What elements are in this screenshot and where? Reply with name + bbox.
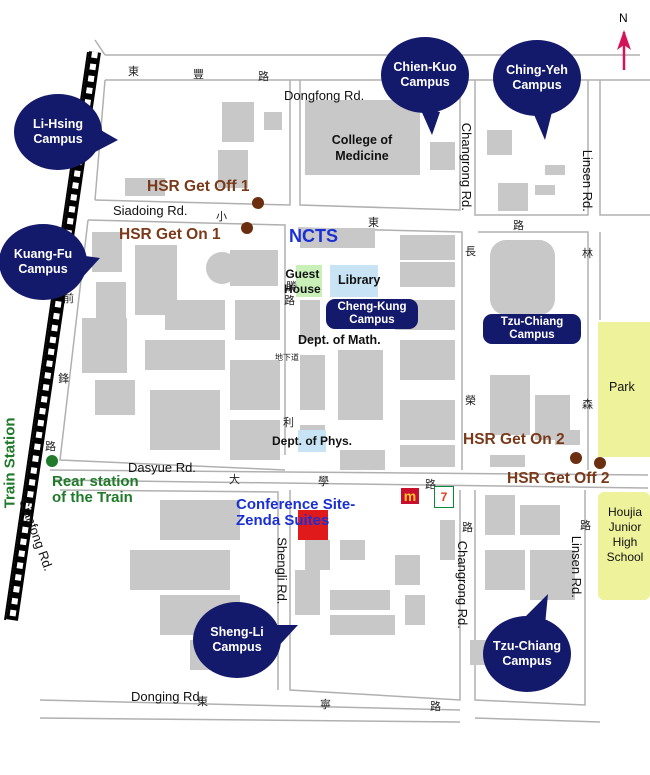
hsr-get-off-2-dot xyxy=(594,457,606,469)
donging-cjk-2: 寧 xyxy=(320,698,331,711)
shengli-bubble-shape xyxy=(193,602,298,678)
linsen-cjk-1: 林 xyxy=(582,247,593,260)
donging-road-label: Donging Rd. xyxy=(131,689,204,704)
library-building xyxy=(330,265,378,297)
hsr-get-on-2-label: HSR Get On 2 xyxy=(463,431,565,448)
cianfong-cjk-3: 路 xyxy=(45,440,56,453)
dasyue-cjk-3: 路 xyxy=(425,478,436,491)
cianfong-cjk-1: 前 xyxy=(63,292,74,305)
changrong-cjk-1: 長 xyxy=(465,245,476,258)
convenience-store-icon: 7 xyxy=(434,486,454,508)
hsr-get-on-1-label: HSR Get On 1 xyxy=(119,226,221,243)
ncts-label: NCTS xyxy=(289,226,338,246)
hsr-get-on-2-dot xyxy=(570,452,582,464)
school-area xyxy=(598,492,650,600)
phys-building xyxy=(298,430,326,452)
linsen-road-label-north: Linsen Rd. xyxy=(579,149,595,212)
rear-station-dot xyxy=(46,455,58,467)
changrong-road-label-south: Changrong Rd. xyxy=(454,540,470,629)
train-station-label: Train Station xyxy=(1,417,19,509)
siadoing-road-label: Siadoing Rd. xyxy=(113,203,188,218)
changrong-cjk-2: 榮 xyxy=(465,394,476,407)
conference-site-label: Conference Site-Zenda Suites xyxy=(236,496,356,529)
north-label: N xyxy=(619,11,628,25)
changrong-cjk-3: 路 xyxy=(462,521,473,534)
donging-cjk-1: 東 xyxy=(197,695,208,708)
chienkuo-bubble-shape xyxy=(381,37,469,135)
chingyeh-bubble-shape xyxy=(493,40,581,140)
shengli-cjk-1: 勝 xyxy=(286,280,297,293)
linsen-cjk-3: 路 xyxy=(580,519,591,532)
shengli-cjk-2: 利 xyxy=(283,416,294,429)
hsr-get-off-1-dot xyxy=(252,197,264,209)
shengli-cjk-3: 路 xyxy=(284,294,295,307)
park-label: Park xyxy=(609,380,635,394)
dongfong-cjk-2: 豐 xyxy=(193,68,204,81)
conference-site-marker xyxy=(298,510,328,540)
dongfong-road-label: Dongfong Rd. xyxy=(284,88,365,103)
kuangfu-bubble-shape xyxy=(0,224,100,300)
siadoing-cjk-1: 小 xyxy=(216,210,227,223)
hsr-get-off-2-label: HSR Get Off 2 xyxy=(507,470,610,487)
donging-cjk-3: 路 xyxy=(430,700,441,713)
hsr-get-off-1-label: HSR Get Off 1 xyxy=(147,178,250,195)
changrong-road-label-north: Changrong Rd. xyxy=(458,122,474,211)
dongfong-cjk-3: 路 xyxy=(258,70,269,83)
dasyue-cjk-1: 大 xyxy=(229,473,240,486)
underpass-label: 地下道 xyxy=(275,353,299,362)
tzuchiang-s-bubble-shape xyxy=(483,594,571,692)
siadoing-cjk-2: 東 xyxy=(368,216,379,229)
round-building xyxy=(206,252,238,284)
dasyue-road-label: Dasyue Rd. xyxy=(128,460,196,475)
park-area xyxy=(598,322,650,457)
linsen-cjk-2: 森 xyxy=(582,398,593,411)
library-label: Library xyxy=(338,273,381,287)
north-arrow xyxy=(617,30,631,70)
linsen-road-label-south: Linsen Rd. xyxy=(568,535,584,598)
road-network xyxy=(39,39,650,723)
lihsing-bubble-shape xyxy=(14,94,118,170)
cianfong-cjk-2: 鋒 xyxy=(58,372,69,385)
dept-phys-label: Dept. of Phys. xyxy=(272,434,353,448)
buildings xyxy=(82,100,580,670)
mcdonalds-icon: m xyxy=(401,488,419,504)
hsr-get-on-1-dot xyxy=(241,222,253,234)
siadoing-cjk-3: 路 xyxy=(513,219,524,232)
dasyue-cjk-2: 學 xyxy=(318,475,329,488)
shengli-road-label: Shengli Rd. xyxy=(274,537,290,605)
dongfong-cjk-1: 東 xyxy=(128,65,139,78)
dept-math-label: Dept. of Math. xyxy=(298,333,381,347)
guest-house-building xyxy=(296,265,322,297)
